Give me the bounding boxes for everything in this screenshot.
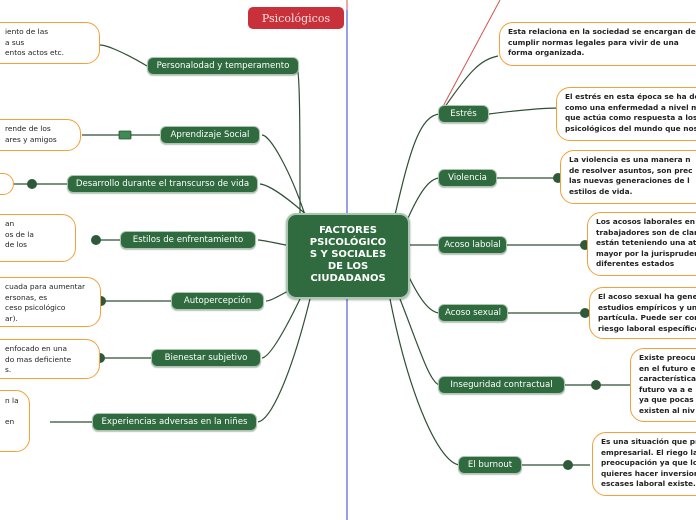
note-line: quieres hacer inversion — [601, 468, 696, 478]
note-line: ares y amigos — [5, 134, 57, 144]
note-acoso-sexual[interactable]: El acoso sexual ha gener estudios empíri… — [589, 287, 696, 339]
note-inseguridad[interactable]: Existe preocu en el futuro e característ… — [630, 348, 696, 422]
note-experiencias[interactable]: n la en — [0, 390, 30, 452]
node-estres[interactable]: Estrés — [438, 105, 489, 123]
note-bienestar[interactable]: enfocado en una do mas deficiente s. — [0, 339, 100, 379]
right-leaf-lines — [439, 55, 630, 466]
note-line: os de la — [5, 229, 34, 239]
note-line: Los acosos laborales en l — [596, 217, 696, 226]
node-experiencias-adversas[interactable]: Experiencias adversas en la niñes — [92, 413, 257, 431]
node-violencia[interactable]: Violencia — [438, 169, 497, 187]
central-line-5: CIUDADANOS — [310, 273, 386, 284]
note-line: s. — [5, 365, 12, 375]
note-line: estudios empíricos y un a — [598, 302, 696, 312]
node-inseguridad-contractual[interactable]: Inseguridad contractual — [438, 376, 565, 394]
note-line: El estrés en esta época se ha det — [565, 92, 696, 101]
note-personalidad[interactable]: iento de las a sus entos actos etc. — [0, 22, 100, 64]
note-line: La violencia es una manera n — [569, 155, 691, 164]
psicologicos-label[interactable]: Psicológicos — [248, 7, 344, 29]
note-line: en — [5, 416, 15, 426]
note-line: enfocado en una — [5, 344, 67, 353]
node-personalidad[interactable]: Personalodad y temperamento — [147, 57, 299, 75]
note-line: rende de los — [5, 124, 51, 133]
note-line: en el futuro e — [639, 363, 696, 373]
note-line: están teteniendo una ato — [596, 238, 696, 248]
note-line: empresarial. El riego lab — [601, 447, 696, 457]
node-burnout[interactable]: El burnout — [458, 456, 522, 474]
note-violencia[interactable]: La violencia es una manera n de resolver… — [560, 150, 696, 204]
note-line: Es una situación que pr — [601, 437, 696, 446]
node-desarrollo[interactable]: Desarrollo durante el transcurso de vida — [67, 175, 258, 193]
node-bienestar-subjetivo[interactable]: Bienestar subjetivo — [151, 349, 261, 367]
note-line: preocupación ya que lo — [601, 458, 696, 468]
note-estres[interactable]: El estrés en esta época se ha det como u… — [556, 87, 696, 141]
note-line: iento de las — [5, 27, 49, 36]
note-line: Esta relaciona en la sociedad se encarga… — [508, 27, 696, 36]
note-line: El acoso sexual ha gener — [598, 292, 696, 301]
central-line-3: S Y SOCIALES — [309, 249, 387, 260]
note-estilos[interactable]: an os de la de los — [0, 214, 76, 262]
note-line: do mas deficiente — [5, 354, 72, 364]
node-acoso-sexual[interactable]: Acoso sexual — [438, 304, 508, 322]
note-line: forma organizada. — [508, 48, 585, 58]
note-line: de los — [5, 240, 28, 250]
red-guide-line — [439, 0, 501, 113]
note-line: ar). — [5, 313, 18, 323]
note-line: que actúa como respuesta a los — [565, 113, 696, 123]
note-line: partícula. Puede ser cons — [598, 313, 696, 323]
node-estilos-enfrentamiento[interactable]: Estilos de enfrentamiento — [120, 231, 256, 249]
central-line-2: PSICOLÓGICO — [309, 237, 387, 248]
note-top-relaciona[interactable]: Esta relaciona en la sociedad se encarga… — [499, 22, 696, 66]
note-aprendizaje[interactable]: rende de los ares y amigos — [0, 119, 81, 151]
note-line: entos actos etc. — [5, 48, 64, 58]
note-line: mayor por la jurisprudenc — [596, 248, 696, 258]
central-line-4: DE LOS — [327, 261, 369, 272]
note-line: ya que pocas — [639, 395, 694, 405]
note-line: característica — [639, 374, 696, 384]
note-burnout[interactable]: Es una situación que pr empresarial. El … — [592, 432, 696, 496]
note-line: ceso psicológico — [5, 303, 66, 313]
node-acoso-laboral[interactable]: Acoso labolal — [438, 236, 507, 254]
central-topic[interactable]: FACTORES PSICOLÓGICO S Y SOCIALES DE LOS… — [286, 213, 410, 299]
note-line: riesgo laboral específico — [598, 323, 696, 333]
note-line: psicológicos del mundo que nos — [565, 123, 696, 133]
note-line: cuada para aumentar — [5, 282, 86, 291]
note-line: diferentes estados — [596, 259, 675, 269]
note-line: cumplir normas legales para vivir de una — [508, 37, 679, 47]
note-acoso-laboral[interactable]: Los acosos laborales en l trabajadores s… — [587, 212, 696, 276]
note-line: an — [5, 219, 15, 228]
note-line: estilos de vida. — [569, 186, 633, 196]
right-connectors — [389, 113, 461, 466]
note-line: ersonas, es — [5, 292, 48, 302]
note-line: como una enfermedad a nivel m — [565, 102, 696, 112]
node-autopercepcion[interactable]: Autopercepción — [171, 292, 264, 310]
note-line: Existe preocu — [639, 353, 696, 362]
note-line: futuro va a e — [639, 384, 693, 394]
note-line: de resolver asuntos, son prec — [569, 165, 693, 175]
note-line: n la — [5, 396, 19, 405]
note-line: trabajadores son de clara — [596, 227, 696, 237]
note-autopercepcion[interactable]: cuada para aumentar ersonas, es ceso psi… — [0, 277, 101, 327]
note-line: las nuevas generaciones de l — [569, 176, 690, 186]
note-line: existen al niv — [639, 405, 695, 415]
node-aprendizaje-social[interactable]: Aprendizaje Social — [160, 126, 260, 144]
note-line: a sus — [5, 37, 25, 47]
central-line-1: FACTORES — [319, 225, 377, 236]
note-line: escases laboral existe. — [601, 479, 696, 489]
